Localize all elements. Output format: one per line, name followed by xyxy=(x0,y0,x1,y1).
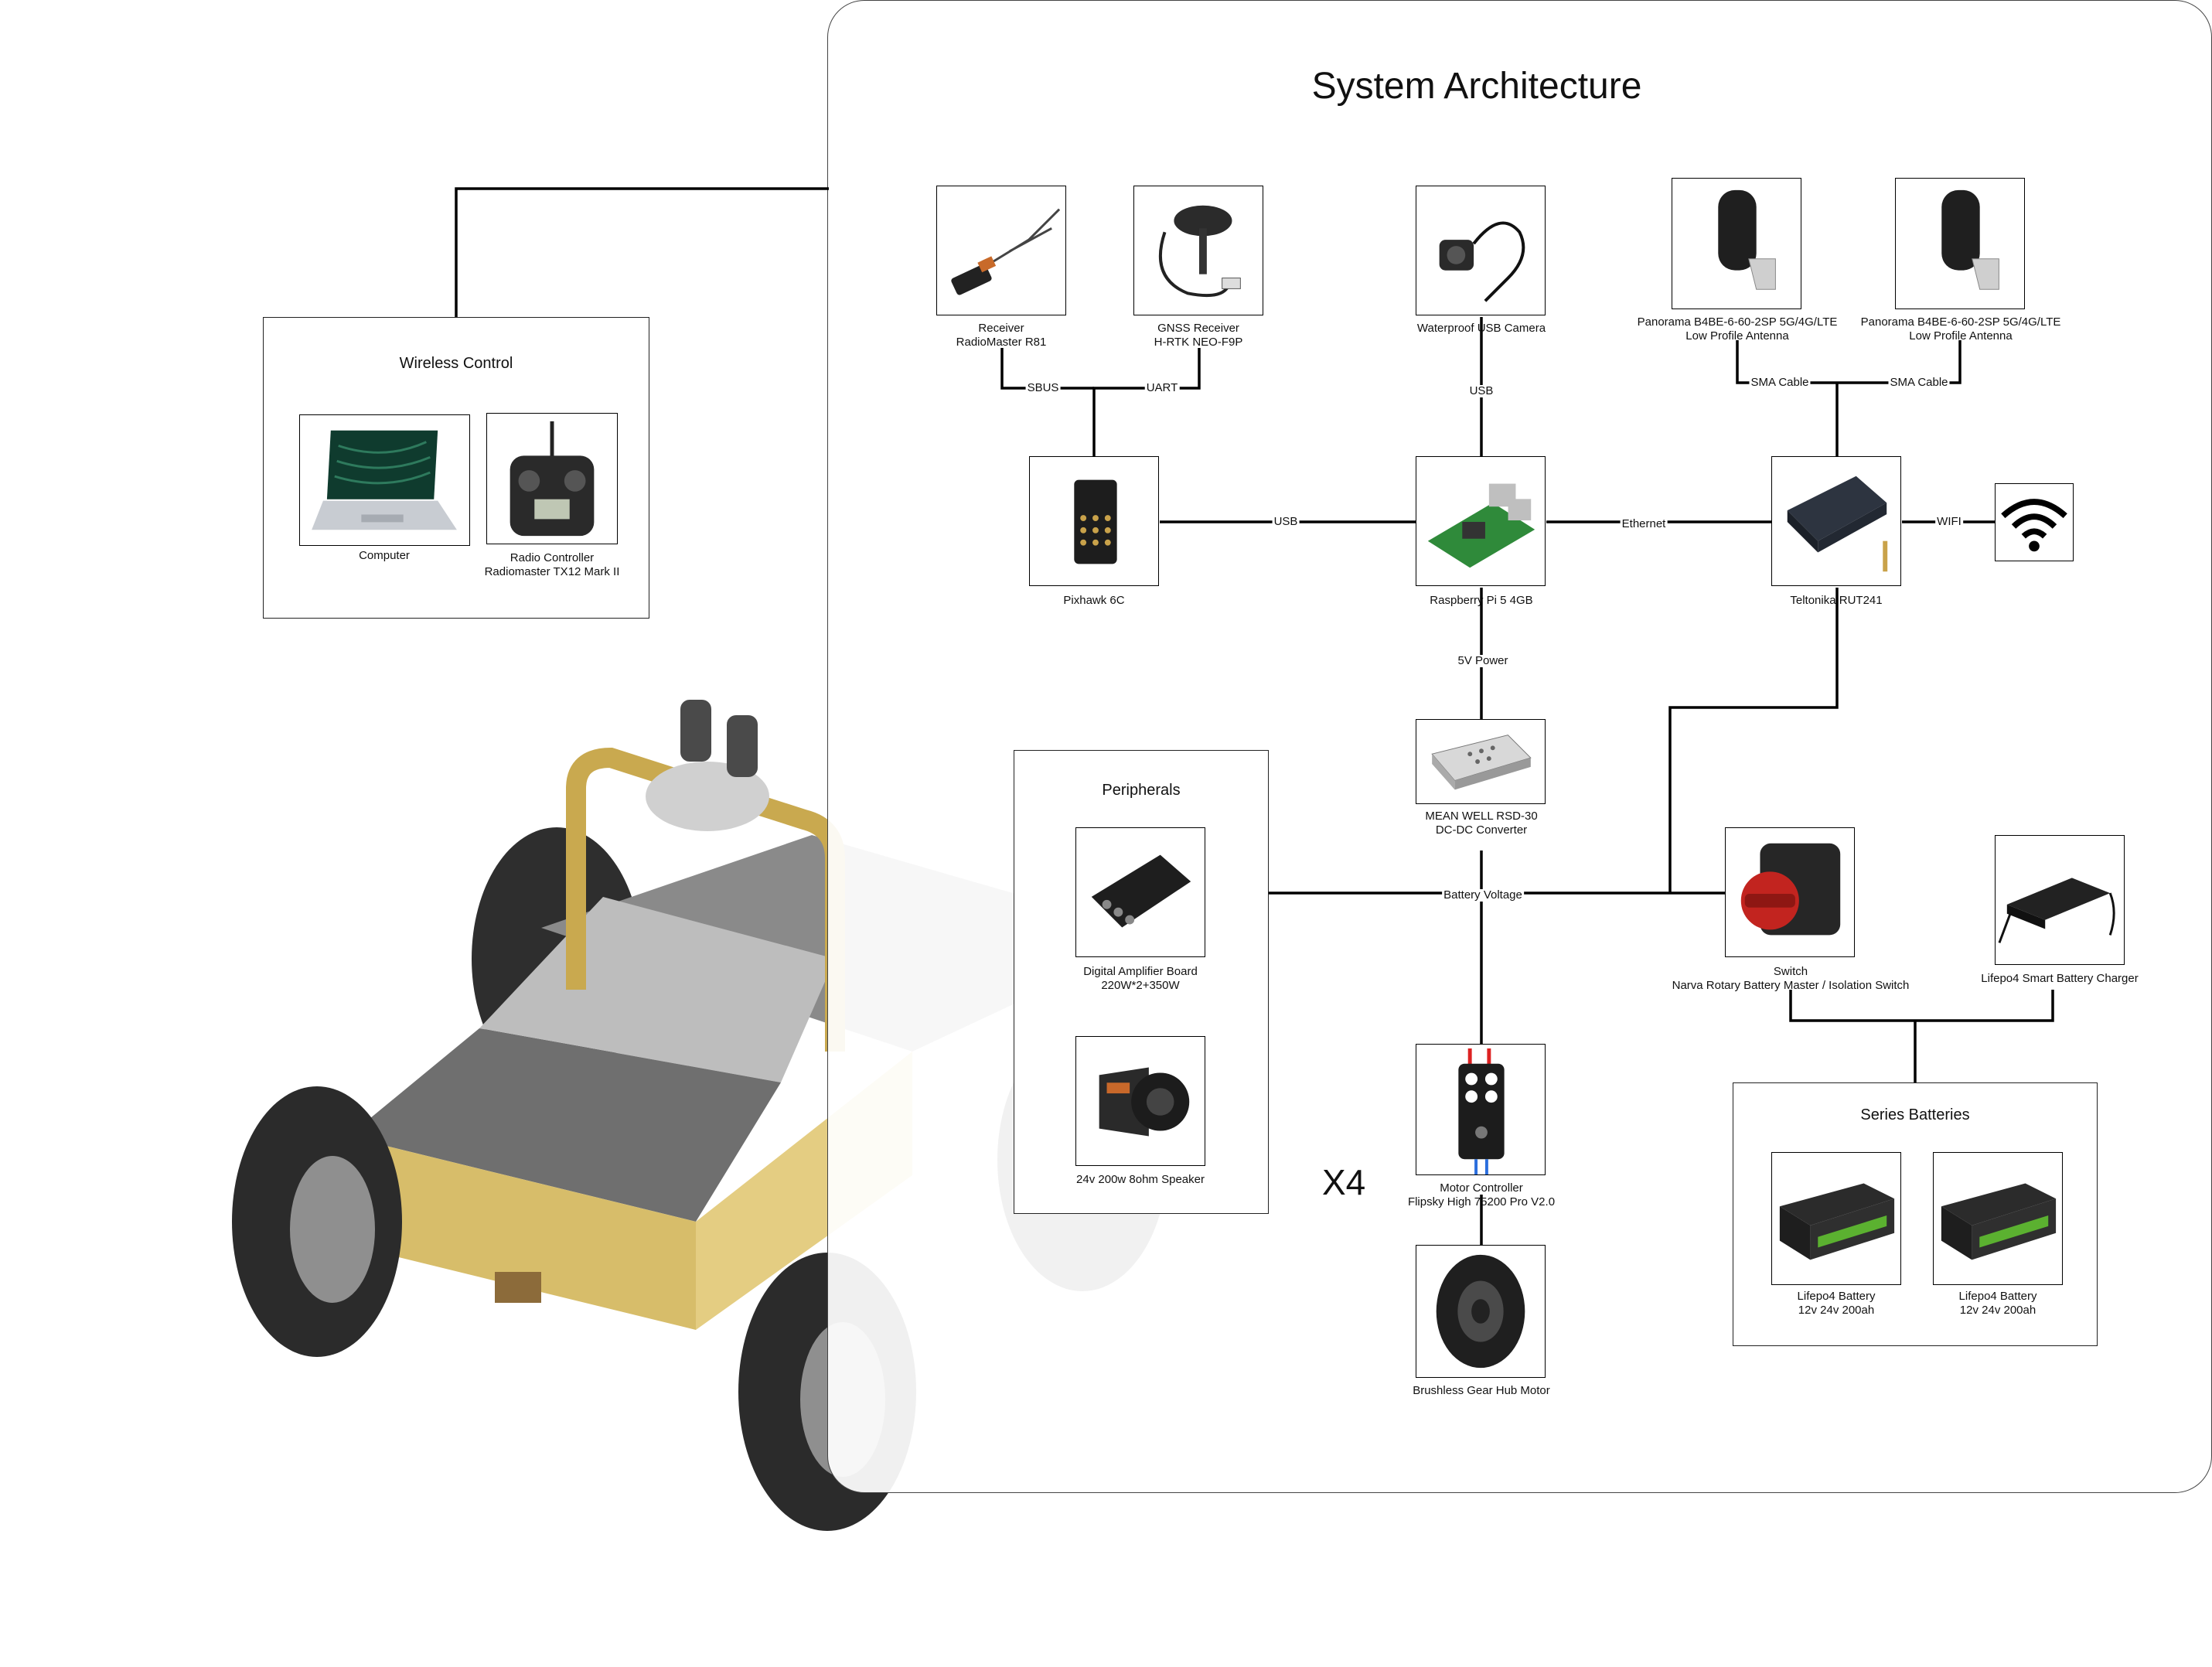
router-label: Teltonika RUT241 xyxy=(1790,594,1883,607)
wire-uart xyxy=(1092,348,1201,456)
motor-controller-label: Motor Controller Flipsky High 75200 Pro … xyxy=(1407,1181,1556,1208)
wire-sma-1 xyxy=(1736,340,1961,384)
pixhawk-node xyxy=(1029,456,1159,586)
robot-frame-front xyxy=(348,1137,696,1330)
motor-controller-node xyxy=(1416,1044,1546,1175)
battery-2-node xyxy=(1933,1152,2063,1285)
antenna-1-node xyxy=(1672,178,1801,309)
radio-controller-node xyxy=(486,413,618,544)
motor-quantity: X4 xyxy=(1322,1162,1366,1202)
raspberry-pi-node xyxy=(1416,456,1546,586)
link-label-battery-voltage: Battery Voltage xyxy=(1442,888,1524,902)
group-title: Peripherals xyxy=(1102,782,1181,799)
speaker-label: 24v 200w 8ohm Speaker xyxy=(1076,1173,1205,1186)
router-node xyxy=(1771,456,1901,586)
radio-controller-label: Radio Controller Radiomaster TX12 Mark I… xyxy=(484,551,620,578)
motor-label: Brushless Gear Hub Motor xyxy=(1413,1384,1550,1397)
wifi-icon xyxy=(2001,499,2067,552)
robot-antenna xyxy=(727,715,758,777)
camera-node xyxy=(1416,186,1546,315)
gnss-receiver-node xyxy=(1133,186,1263,315)
switch-node[interactable] xyxy=(1725,827,1855,957)
battery-1-label: Lifepo4 Battery 12v 24v 200ah xyxy=(1797,1290,1876,1317)
wire-switch-battery xyxy=(1789,990,2054,1022)
wifi-node[interactable] xyxy=(1995,483,2074,561)
battery-1-node xyxy=(1771,1152,1901,1285)
computer-label: Computer xyxy=(359,549,410,562)
group-title: Wireless Control xyxy=(399,355,513,372)
page-title: System Architecture xyxy=(1311,66,1642,107)
link-label-ethernet: Ethernet xyxy=(1620,517,1668,530)
wire-wireless-link xyxy=(455,187,829,317)
link-label-wifi: WIFI xyxy=(1935,515,1963,528)
robot-wheel xyxy=(290,1156,375,1303)
charger-label: Lifepo4 Smart Battery Charger xyxy=(1981,972,2139,985)
speaker-node xyxy=(1075,1036,1205,1166)
charger-node xyxy=(1995,835,2125,965)
link-label-uart: UART xyxy=(1144,381,1180,394)
robot-antenna-mount xyxy=(646,762,769,831)
antenna-2-node xyxy=(1895,178,2025,309)
battery-2-label: Lifepo4 Battery 12v 24v 200ah xyxy=(1958,1290,2037,1317)
wire-router-switch xyxy=(1668,588,1839,893)
link-label-usb-pixhawk: USB xyxy=(1272,515,1300,528)
link-label-5v-power: 5V Power xyxy=(1456,654,1510,667)
amplifier-node xyxy=(1075,827,1205,957)
robot-antenna xyxy=(680,700,711,762)
link-label-sma-2: SMA Cable xyxy=(1888,376,1950,389)
converter-node xyxy=(1416,719,1546,804)
antenna-1-label: Panorama B4BE-6-60-2SP 5G/4G/LTE Low Pro… xyxy=(1637,315,1838,343)
link-label-sma-1: SMA Cable xyxy=(1749,376,1811,389)
switch-label: Switch Narva Rotary Battery Master / Iso… xyxy=(1672,965,1910,992)
wire-sbus xyxy=(1000,348,1094,390)
computer-node xyxy=(299,414,470,546)
amplifier-label: Digital Amplifier Board 220W*2+350W xyxy=(1083,965,1198,992)
group-title: Series Batteries xyxy=(1860,1106,1970,1123)
pixhawk-label: Pixhawk 6C xyxy=(1063,594,1125,607)
motor-node xyxy=(1416,1245,1546,1378)
link-label-sbus: SBUS xyxy=(1025,381,1061,394)
raspberry-pi-label: Raspberry Pi 5 4GB xyxy=(1430,594,1533,607)
link-label-usb-camera: USB xyxy=(1467,384,1495,397)
receiver-label: Receiver RadioMaster R81 xyxy=(956,322,1047,349)
antenna-2-label: Panorama B4BE-6-60-2SP 5G/4G/LTE Low Pro… xyxy=(1860,315,2061,343)
camera-label: Waterproof USB Camera xyxy=(1416,322,1546,335)
robot-connector xyxy=(495,1272,541,1303)
robot-chassis-deck xyxy=(348,1028,781,1222)
converter-label: MEAN WELL RSD-30 DC-DC Converter xyxy=(1425,810,1538,837)
receiver-node xyxy=(936,186,1066,315)
gnss-receiver-label: GNSS Receiver H-RTK NEO-F9P xyxy=(1154,322,1243,349)
